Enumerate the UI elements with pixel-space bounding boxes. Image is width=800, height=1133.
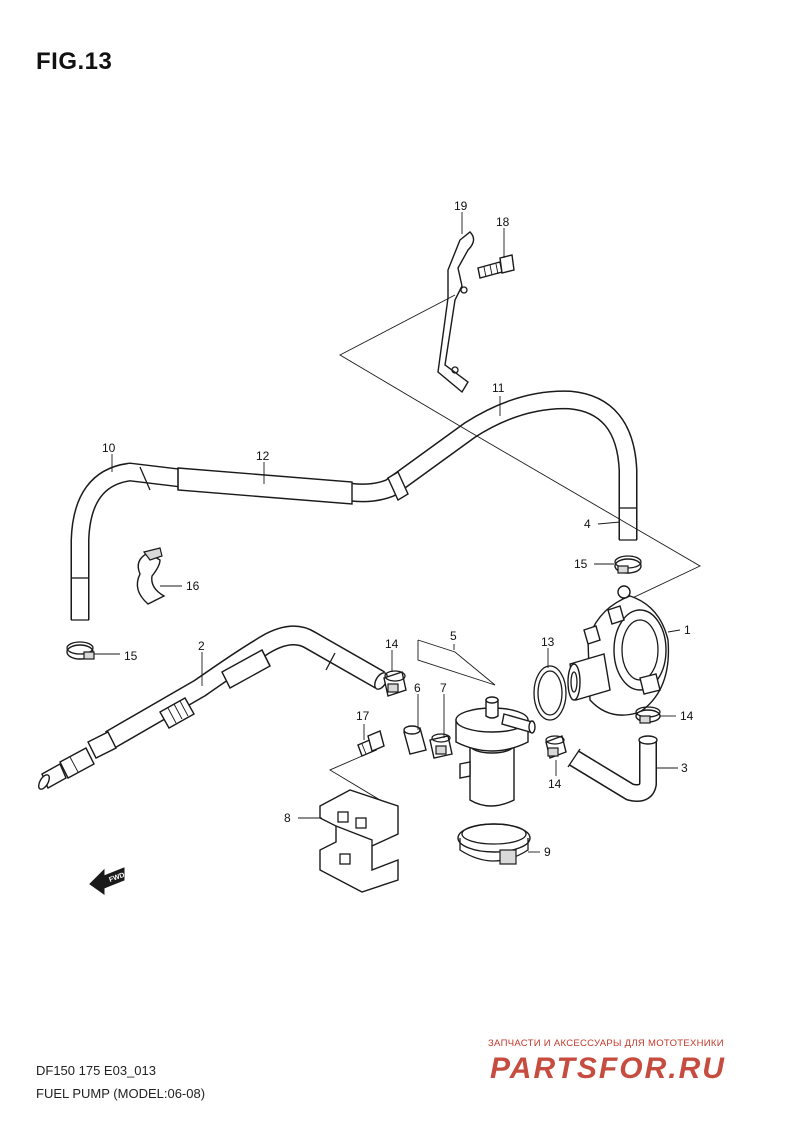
callout-4: 4 — [584, 517, 591, 531]
clamp-14-right-upper — [635, 706, 661, 724]
bolt-17 — [357, 730, 385, 757]
assembly-lines-bracket — [329, 755, 391, 807]
callout-13: 13 — [541, 635, 555, 649]
leader-lines — [94, 212, 681, 853]
hose-3 — [567, 735, 658, 802]
watermark-logo-text: PARTSFOR.RU — [490, 1052, 726, 1085]
callout-1: 1 — [684, 623, 691, 637]
callout-8: 8 — [284, 811, 291, 825]
callout-10: 10 — [102, 441, 116, 455]
callout-17: 17 — [356, 709, 370, 723]
model-code: DF150 175 E03_013 — [36, 1063, 156, 1078]
fuel-pump-1 — [567, 585, 670, 716]
callout-11: 11 — [492, 381, 505, 395]
callout-19: 19 — [454, 199, 468, 213]
callout-14-lower: 14 — [548, 777, 562, 791]
assembly-lines-upper — [339, 294, 701, 601]
callout-16: 16 — [186, 579, 200, 593]
figure-title: FIG.13 — [36, 48, 113, 75]
callout-9: 9 — [544, 845, 551, 859]
hose-6 — [403, 725, 427, 755]
callout-15-upper: 15 — [574, 557, 588, 571]
clamp-14-right-lower — [545, 735, 567, 759]
callout-14-right: 14 — [680, 709, 694, 723]
fuel-filter-5 — [455, 696, 536, 807]
bolt-18 — [477, 254, 515, 279]
upper-fuel-hose — [70, 390, 638, 621]
watermark-caption: ЗАПЧАСТИ И АКСЕССУАРЫ ДЛЯ МОТОТЕХНИКИ — [488, 1038, 724, 1049]
bracket-8 — [319, 789, 399, 893]
fuel-hose-2 — [38, 625, 388, 790]
clip-16 — [136, 547, 166, 605]
diagram-caption: FUEL PUMP (MODEL:06-08) — [36, 1086, 206, 1101]
fwd-arrow: FWD — [89, 867, 126, 895]
o-ring-13 — [533, 665, 567, 721]
callout-15-lower: 15 — [124, 649, 138, 663]
bracket-19 — [437, 231, 475, 394]
clamp-15-upper — [614, 555, 642, 574]
callout-18: 18 — [496, 215, 510, 229]
callout-12: 12 — [256, 449, 270, 463]
assembly-lines-filter — [417, 639, 496, 686]
callout-2: 2 — [198, 639, 205, 653]
clamp-9 — [457, 823, 531, 865]
clamp-7 — [429, 733, 453, 759]
callout-5: 5 — [450, 629, 457, 643]
clamp-14-left — [383, 670, 407, 697]
callout-3: 3 — [681, 761, 688, 775]
callout-7: 7 — [440, 681, 447, 695]
watermark-logo: PARTSFOR.RU — [490, 1052, 726, 1085]
clamp-15-lower — [66, 641, 95, 660]
callout-6: 6 — [414, 681, 421, 695]
callout-labels: 1 2 3 4 5 6 7 8 9 10 11 12 13 14 14 14 1… — [102, 199, 694, 859]
callout-14-left: 14 — [385, 637, 399, 651]
